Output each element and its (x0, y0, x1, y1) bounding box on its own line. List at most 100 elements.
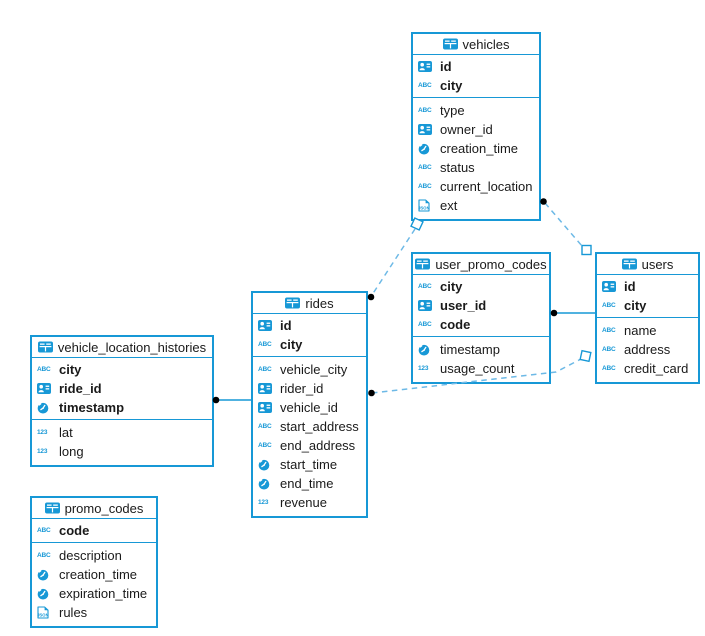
table-icon (37, 341, 53, 353)
string-type-icon: ABC (37, 366, 51, 373)
string-type-icon: ABC (37, 527, 51, 534)
field-row: 123 usage_count (413, 359, 549, 378)
field-name: city (280, 337, 303, 352)
relation-square-marker (579, 349, 592, 363)
time-type-icon (418, 344, 435, 356)
number-type-icon: 123 (37, 429, 48, 436)
table-header[interactable]: rides (253, 293, 366, 314)
field-name: rules (59, 605, 88, 620)
number-type-icon: 123 (418, 365, 429, 372)
string-type-icon: ABC (602, 327, 616, 334)
table-header[interactable]: user_promo_codes (413, 254, 549, 275)
time-type-icon (258, 459, 275, 471)
string-type-icon: ABC (258, 341, 272, 348)
primary-key-section: ABC code (32, 519, 156, 543)
time-type-icon (418, 143, 435, 155)
field-name: timestamp (440, 342, 500, 357)
field-row: id (413, 57, 539, 76)
json-type-icon: JSON (418, 199, 435, 212)
id-type-icon (418, 124, 435, 135)
table-title: rides (305, 295, 334, 311)
table-icon (44, 502, 60, 514)
field-name: type (440, 103, 465, 118)
field-name: city (624, 298, 647, 313)
time-type-icon (258, 478, 275, 490)
string-type-icon: ABC (258, 423, 272, 430)
string-type-icon: ABC (602, 302, 616, 309)
field-name: start_time (280, 457, 338, 472)
string-type-icon: ABC (418, 107, 432, 114)
field-name: code (59, 523, 90, 538)
field-row: ABC city (253, 335, 366, 354)
string-type-icon: ABC (418, 321, 432, 328)
table-icon (442, 38, 458, 50)
field-row: 123 lat (32, 423, 212, 442)
field-name: name (624, 323, 657, 338)
field-name: city (59, 362, 82, 377)
field-row: JSON rules (32, 603, 156, 622)
field-name: creation_time (59, 567, 138, 582)
id-type-icon (418, 61, 435, 72)
field-row: ABC type (413, 101, 539, 120)
field-name: lat (59, 425, 73, 440)
field-name: status (440, 160, 475, 175)
field-row: ride_id (32, 379, 212, 398)
field-row: expiration_time (32, 584, 156, 603)
relation-dot-marker (367, 293, 375, 301)
field-row: end_time (253, 474, 366, 493)
field-name: ride_id (59, 381, 102, 396)
table-title: vehicle_location_histories (57, 339, 207, 355)
table-header[interactable]: vehicles (413, 34, 539, 55)
field-row: ABC city (597, 296, 698, 315)
field-name: end_time (280, 476, 334, 491)
columns-section: ABC description creation_time expiration_ti… (32, 543, 156, 626)
table-title: user_promo_codes (435, 256, 547, 272)
field-row: timestamp (413, 340, 549, 359)
field-name: start_address (280, 419, 359, 434)
field-name: expiration_time (59, 586, 148, 601)
field-name: revenue (280, 495, 327, 510)
field-name: description (59, 548, 122, 563)
id-type-icon (418, 300, 435, 311)
string-type-icon: ABC (602, 346, 616, 353)
field-row: owner_id (413, 120, 539, 139)
table-header[interactable]: vehicle_location_histories (32, 337, 212, 358)
string-type-icon: ABC (37, 552, 51, 559)
time-type-icon (37, 588, 54, 600)
field-name: city (440, 279, 463, 294)
field-name: long (59, 444, 84, 459)
table-icon (285, 297, 301, 309)
json-type-icon: JSON (37, 606, 54, 619)
table-header[interactable]: users (597, 254, 698, 275)
field-name: id (280, 318, 292, 333)
time-type-icon (37, 402, 54, 414)
table-header[interactable]: promo_codes (32, 498, 156, 519)
field-row: ABC start_address (253, 417, 366, 436)
table-title: users (641, 256, 674, 272)
json-icon-label: JSON (418, 206, 429, 211)
relation-dot-marker (368, 389, 375, 397)
field-name: end_address (280, 438, 356, 453)
json-icon-label: JSON (37, 613, 48, 618)
field-name: usage_count (440, 361, 515, 376)
relation-line-vehicles-users (544, 202, 583, 247)
table-icon (621, 258, 637, 270)
